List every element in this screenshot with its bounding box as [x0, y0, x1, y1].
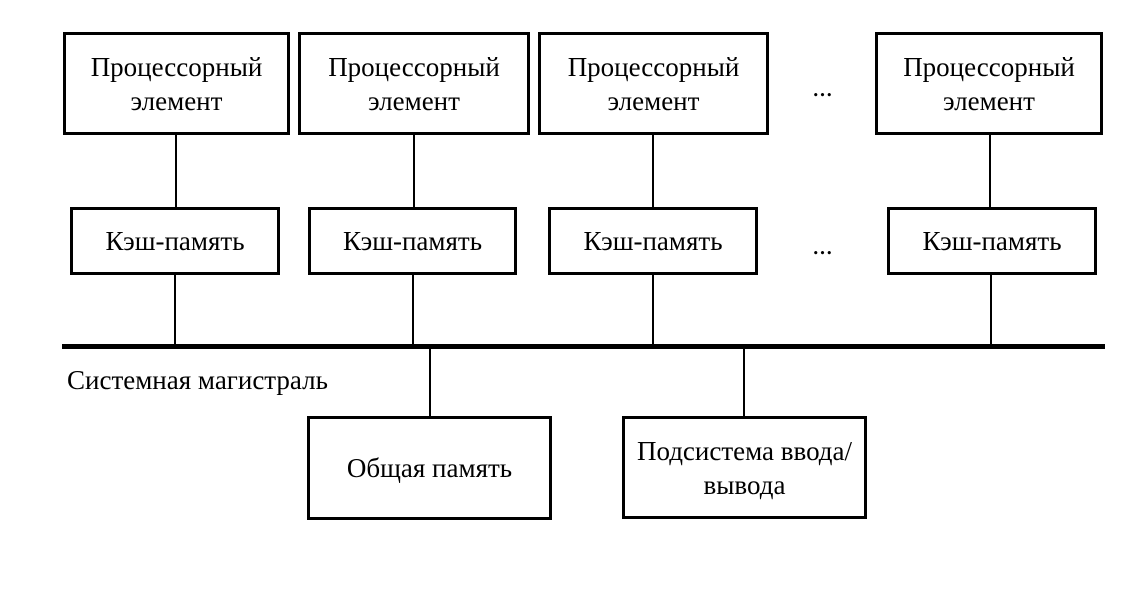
cache-memory-box-1: Кэш-память — [70, 207, 280, 275]
cache-memory-label-2: Кэш-память — [342, 226, 483, 256]
io-subsystem-box: Подсистема ввода/вывода — [622, 416, 867, 519]
connector-processor3-cache3 — [652, 135, 654, 207]
connector-cache2-bus — [412, 275, 414, 346]
processor-element-box-4: Процессорный элемент — [875, 32, 1103, 135]
ellipsis-cache-row: ... — [812, 230, 833, 260]
processor-element-label-1: Процессорный элемент — [90, 51, 263, 116]
connector-cache1-bus — [174, 275, 176, 346]
ellipsis-processor-row: ... — [812, 72, 833, 102]
cache-memory-box-3: Кэш-память — [548, 207, 758, 275]
connector-processor4-cache4 — [989, 135, 991, 207]
processor-element-box-3: Процессорный элемент — [538, 32, 769, 135]
shared-memory-label: Общая память — [346, 453, 513, 483]
io-subsystem-label: Подсистема ввода/вывода — [636, 435, 853, 500]
connector-bus-io-subsystem — [743, 349, 745, 416]
connector-cache3-bus — [652, 275, 654, 346]
system-bus-line — [62, 344, 1105, 349]
processor-element-label-2: Процессорный элемент — [328, 51, 500, 116]
cache-memory-label-3: Кэш-память — [583, 226, 723, 256]
connector-cache4-bus — [990, 275, 992, 346]
cache-memory-box-2: Кэш-память — [308, 207, 517, 275]
cache-memory-box-4: Кэш-память — [887, 207, 1097, 275]
connector-processor1-cache1 — [175, 135, 177, 207]
processor-element-label-4: Процессорный элемент — [903, 51, 1075, 116]
processor-element-box-2: Процессорный элемент — [298, 32, 530, 135]
shared-memory-box: Общая память — [307, 416, 552, 520]
cache-memory-label-4: Кэш-память — [922, 226, 1062, 256]
connector-bus-shared-memory — [429, 349, 431, 416]
connector-processor2-cache2 — [413, 135, 415, 207]
system-bus-label: Системная магистраль — [67, 365, 328, 395]
processor-element-label-3: Процессорный элемент — [567, 51, 740, 116]
cache-memory-label-1: Кэш-память — [105, 226, 245, 256]
processor-element-box-1: Процессорный элемент — [63, 32, 290, 135]
